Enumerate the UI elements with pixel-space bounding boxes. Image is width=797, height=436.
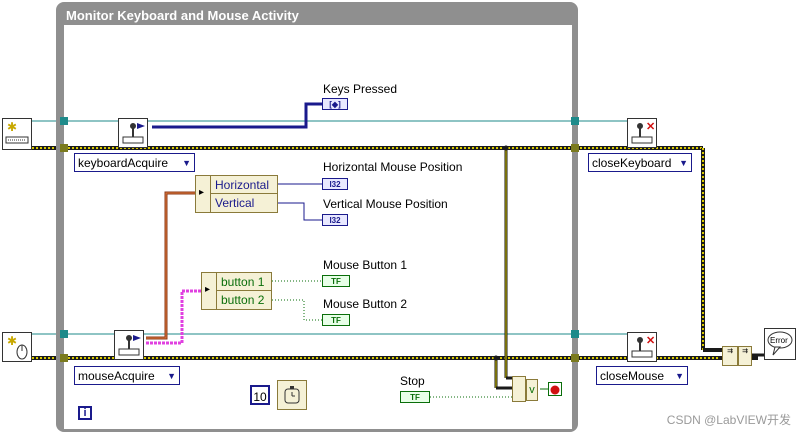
error-text: Error [770,336,788,345]
merge-errors-outside-2[interactable]: ⇉ [738,346,752,366]
mouse-refnum-tunnel-out [571,330,579,338]
close-mouse-ring[interactable]: closeMouse ▼ [596,366,688,385]
mouse-button-1-terminal[interactable]: TF [322,275,350,287]
joystick-close-icon: ✕ [631,335,655,358]
mouse-button-1-label: Mouse Button 1 [323,258,408,272]
svg-text:✕: ✕ [646,335,655,347]
loop-title: Monitor Keyboard and Mouse Activity [66,8,299,23]
mouse-acquire-ring[interactable]: mouseAcquire ▼ [74,366,180,385]
unbundle-arrow-icon: ▸ [205,284,211,295]
mouse-error-tunnel-in [60,354,68,362]
dropdown-arrow-icon: ▼ [167,371,176,381]
wait-ms-constant[interactable]: 10 [250,385,270,405]
while-loop-diagram [64,25,572,429]
error-speech-bubble-icon: Error [767,331,793,356]
keyboard-error-tunnel-in [60,144,68,152]
stop-sign-icon [550,385,560,395]
horizontal-mouse-position-terminal[interactable]: I32 [322,178,348,190]
merge-errors-outside[interactable]: ⇉ [722,346,738,366]
unbundle-element[interactable]: Vertical [210,194,278,212]
mouse-button-2-terminal[interactable]: TF [322,314,350,326]
stop-label: Stop [400,374,425,388]
joystick-icon [122,123,145,144]
keyboard-init-icon: ✱ [5,120,29,144]
svg-text:✱: ✱ [7,120,17,134]
mouse-error-tunnel-out [571,354,579,362]
joystick-icon [118,335,141,356]
mouse-button-2-label: Mouse Button 2 [323,297,408,311]
keyboard-refnum-tunnel-in [60,117,68,125]
unbundle-element[interactable]: Horizontal [210,176,278,194]
dropdown-arrow-icon: ▼ [679,158,688,168]
vertical-mouse-position-label: Vertical Mouse Position [323,197,448,211]
stop-control-terminal[interactable]: TF [400,391,430,403]
or-function[interactable]: v [526,379,538,401]
joystick-close-icon: ✕ [631,121,655,144]
unbundle-mouse-position[interactable]: ▸ Horizontal Vertical [195,175,278,213]
initialize-keyboard-vi[interactable]: ✱ [2,118,32,150]
simple-error-handler[interactable]: Error [764,328,796,360]
acquire-keyboard-vi[interactable] [118,118,148,148]
iteration-terminal: i [78,406,92,420]
mouse-init-icon: ✱ [7,334,28,360]
mouse-refnum-tunnel-in [60,330,68,338]
unbundle-element[interactable]: button 2 [216,291,272,309]
close-keyboard-ring[interactable]: closeKeyboard ▼ [588,153,692,172]
keyboard-acquire-ring[interactable]: keyboardAcquire ▼ [74,153,195,172]
close-mouse-vi[interactable]: ✕ [627,332,657,362]
dropdown-arrow-icon: ▼ [182,158,191,168]
ring-value: closeMouse [600,369,665,383]
loop-condition-terminal[interactable] [548,382,562,396]
close-keyboard-vi[interactable]: ✕ [627,118,657,148]
svg-text:✕: ✕ [646,121,655,133]
unbundle-element[interactable]: button 1 [216,273,272,291]
wait-ms-function[interactable] [277,380,307,410]
initialize-mouse-vi[interactable]: ✱ [2,332,32,362]
dropdown-arrow-icon: ▼ [675,371,684,381]
keys-pressed-terminal[interactable]: [◆] [322,98,348,110]
ring-value: closeKeyboard [592,156,672,170]
ring-value: keyboardAcquire [78,156,169,170]
watermark: CSDN @LabVIEW开发 [666,413,791,427]
ring-value: mouseAcquire [78,369,155,383]
unbundle-arrow-icon: ▸ [199,187,205,198]
horizontal-mouse-position-label: Horizontal Mouse Position [323,160,463,174]
svg-text:✱: ✱ [7,334,17,348]
keys-pressed-label: Keys Pressed [323,82,398,96]
keyboard-error-tunnel-out [571,144,579,152]
stopwatch-icon [284,386,300,404]
keyboard-refnum-tunnel-out [571,117,579,125]
vertical-mouse-position-terminal[interactable]: I32 [322,214,348,226]
acquire-mouse-vi[interactable] [114,330,144,360]
merge-errors-function[interactable] [512,376,526,402]
unbundle-mouse-buttons[interactable]: ▸ button 1 button 2 [201,272,272,310]
